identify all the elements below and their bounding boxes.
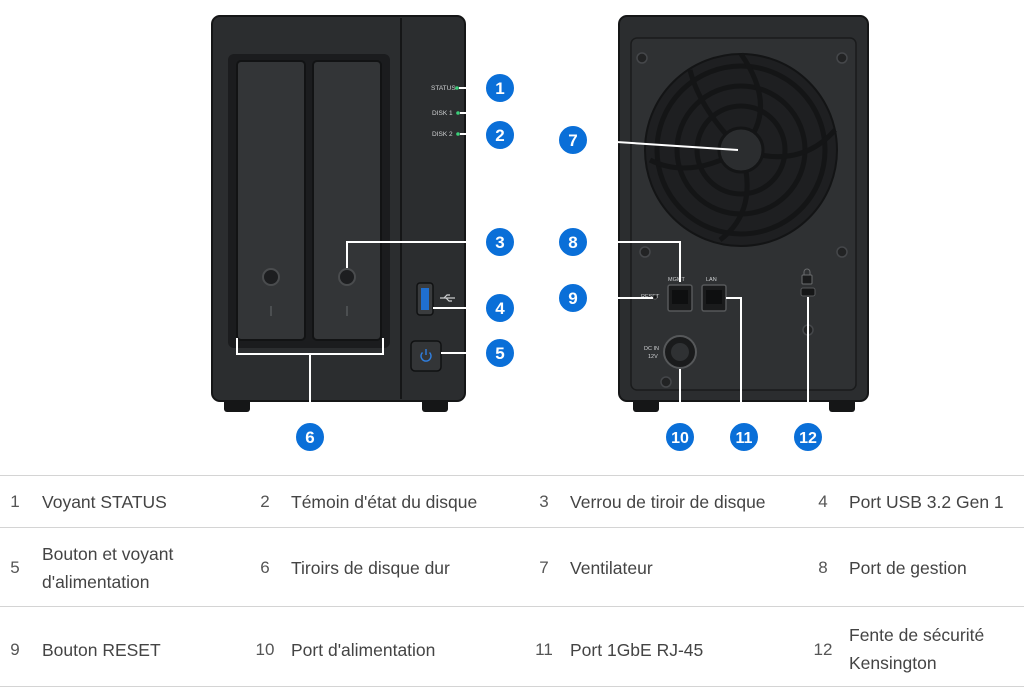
callout-badge-9: 9: [557, 282, 589, 314]
callout-badge-7: 7: [557, 124, 589, 156]
callout-3-label: 3: [495, 233, 504, 252]
callout-4-label: 4: [495, 299, 505, 318]
callout-8-label: 8: [568, 233, 577, 252]
leader-8: [586, 241, 681, 282]
mgmt-port-socket: [672, 290, 688, 304]
status-led: [455, 86, 459, 90]
callout-12-label: 12: [799, 430, 817, 447]
dc-voltage-label: 12V: [648, 354, 658, 360]
legend-number: 8: [818, 558, 828, 577]
dc-in-label: DC IN: [644, 346, 659, 352]
callout-badge-11: 11: [728, 421, 760, 453]
callout-7-label: 7: [568, 131, 577, 150]
callout-9-label: 9: [568, 289, 577, 308]
legend-number: 12: [813, 640, 833, 659]
callout-10-label: 10: [671, 430, 689, 447]
legend-number: 5: [10, 558, 20, 577]
callout-badge-12: 12: [792, 421, 824, 453]
legend-table: 1 Voyant STATUS 2 Témoin d'état du disqu…: [0, 475, 1024, 687]
lan-port-socket: [706, 290, 722, 304]
reset-button: [652, 294, 658, 300]
back-screw-bl: [639, 246, 651, 258]
legend-row: 1 Voyant STATUS 2 Témoin d'état du disqu…: [0, 475, 1024, 528]
callout-badge-8: 8: [557, 226, 589, 258]
usb-icon: [440, 294, 455, 302]
mgmt-port-label: MGMT: [668, 277, 685, 283]
legend-label: Fente de sécurité Kensington: [849, 625, 985, 673]
lan-port-label: LAN: [706, 277, 717, 283]
legend-label: Verrou de tiroir de disque: [570, 492, 766, 512]
legend-label: Port d'alimentation: [291, 640, 436, 660]
status-led-label: STATUS: [431, 85, 456, 92]
legend-number: 3: [539, 492, 549, 511]
callout-badge-6: 6: [294, 421, 326, 453]
fan-ring-3: [694, 103, 788, 197]
callout-badge-3: 3: [484, 226, 516, 258]
legend-label: Port USB 3.2 Gen 1: [849, 492, 1004, 512]
drive-tray-2: [312, 60, 382, 341]
fan-grille: [644, 52, 838, 247]
disk1-led-label: DISK 1: [432, 110, 453, 117]
legend-label: Tiroirs de disque dur: [291, 558, 450, 578]
back-screw-bottom: [660, 376, 672, 388]
drive-tray-1: [236, 60, 306, 341]
usb-port-tongue: [421, 288, 429, 310]
legend-number: 11: [535, 640, 553, 659]
legend-row: 9 Bouton RESET 10 Port d'alimentation 11…: [0, 606, 1024, 687]
leader-3: [346, 241, 486, 268]
callout-6-label: 6: [305, 428, 314, 447]
legend-label: Voyant STATUS: [42, 492, 167, 512]
fan-hub: [717, 126, 765, 174]
back-screw-br: [836, 246, 848, 258]
kensington-slot: [800, 287, 816, 297]
power-icon: [420, 349, 432, 362]
leader-6: [236, 338, 384, 426]
tray-lock-1: [262, 268, 280, 286]
callout-badge-5: 5: [484, 337, 516, 369]
callout-badge-10: 10: [664, 421, 696, 453]
disk2-led-label: DISK 2: [432, 131, 453, 138]
legend-label: Port de gestion: [849, 558, 967, 578]
back-screw-tl: [636, 52, 648, 64]
legend-label: Ventilateur: [570, 558, 653, 578]
back-screw-tr: [836, 52, 848, 64]
fan-ring-1: [654, 63, 828, 237]
callout-2-label: 2: [495, 126, 504, 145]
callout-badge-2: 2: [484, 119, 516, 151]
legend-number: 4: [818, 492, 828, 511]
leader-7: [585, 139, 739, 151]
nas-diagram-svg: STATUS DISK 1 DISK 2: [211, 15, 869, 453]
leader-11: [726, 297, 742, 424]
power-jack-inner: [671, 343, 689, 361]
nas-front-view: STATUS DISK 1 DISK 2: [211, 15, 466, 412]
legend-number: 10: [255, 640, 275, 659]
legend-row: 5 Bouton et voyant d'alimentation 6 Tiro…: [0, 527, 1024, 607]
nas-back-view: RESET MGMT LAN DC IN 12V: [618, 15, 869, 412]
legend-label: Bouton et voyant d'alimentation: [42, 544, 174, 592]
tray-lock-2: [338, 268, 356, 286]
leader-2: [460, 112, 486, 135]
legend-number: 1: [10, 492, 20, 511]
disk1-led: [456, 111, 460, 115]
kensington-lock-icon: [801, 268, 813, 285]
legend-label: Témoin d'état du disque: [291, 492, 478, 512]
nas-diagram: STATUS DISK 1 DISK 2: [211, 15, 869, 453]
legend-number: 7: [539, 558, 549, 577]
leader-lines: [236, 87, 809, 426]
power-button: [410, 340, 442, 372]
legend-number: 6: [260, 558, 270, 577]
callout-11-label: 11: [736, 430, 753, 447]
legend-label: Port 1GbE RJ-45: [570, 640, 704, 660]
legend-number: 2: [260, 492, 270, 511]
callout-5-label: 5: [495, 344, 504, 363]
legend-number: 9: [10, 640, 20, 659]
callout-badge-4: 4: [484, 292, 516, 324]
callout-1-label: 1: [495, 79, 504, 98]
callout-badge-1: 1: [484, 72, 516, 104]
disk2-led: [456, 132, 460, 136]
legend-label: Bouton RESET: [42, 640, 161, 660]
